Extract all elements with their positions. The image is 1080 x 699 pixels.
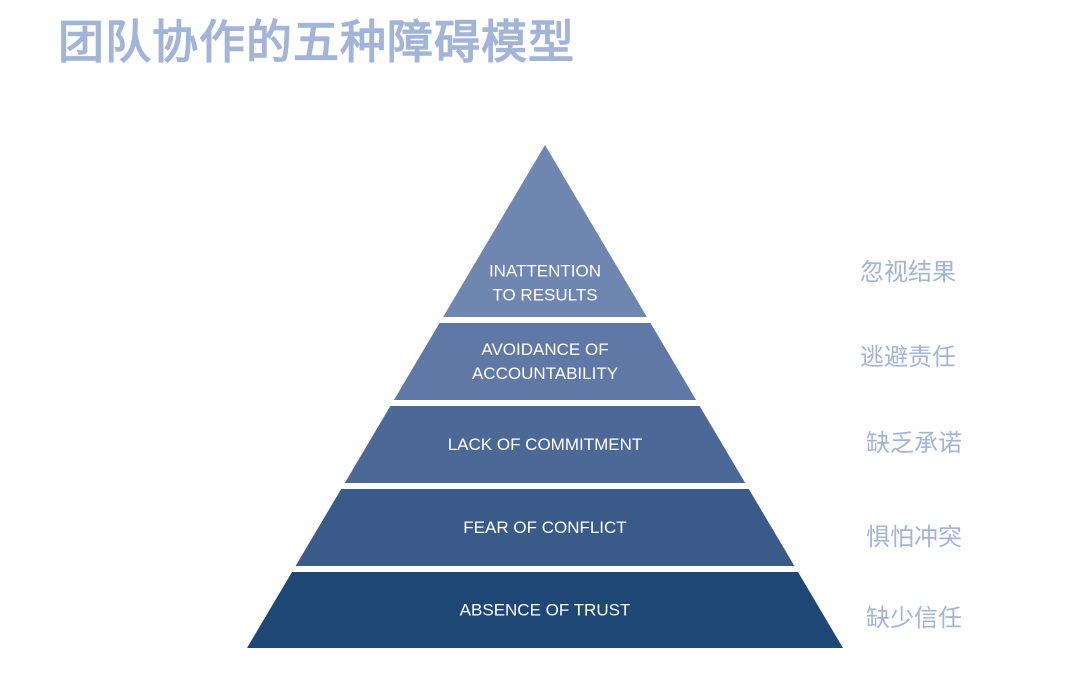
pyramid-layer-1 [443,145,647,317]
pyramid-layer-label: FEAR OF CONFLICT [463,518,626,537]
pyramid-layer-label: TO RESULTS [492,286,597,305]
pyramid-layer-4 [295,489,795,566]
pyramid-layer-label: ABSENCE OF TRUST [460,601,631,620]
pyramid-layer-3 [344,406,746,483]
pyramid-layer-label: ACCOUNTABILITY [472,364,618,383]
pyramid-layer-5 [247,572,843,648]
pyramid-level-cn-label: 忽视结果 [860,258,956,286]
pyramid-layer-label: LACK OF COMMITMENT [448,435,643,454]
pyramid-level-cn-label: 逃避责任 [860,343,956,371]
pyramid-level-cn-label: 缺乏承诺 [866,429,962,457]
pyramid-level-cn-label: 缺少信任 [866,604,962,632]
pyramid-layer-label: AVOIDANCE OF [481,340,608,359]
page-title: 团队协作的五种障碍模型 [58,15,575,69]
pyramid-layer-2 [393,323,697,400]
pyramid-layer-label: INATTENTION [489,262,601,281]
pyramid-level-cn-label: 惧怕冲突 [866,523,962,551]
